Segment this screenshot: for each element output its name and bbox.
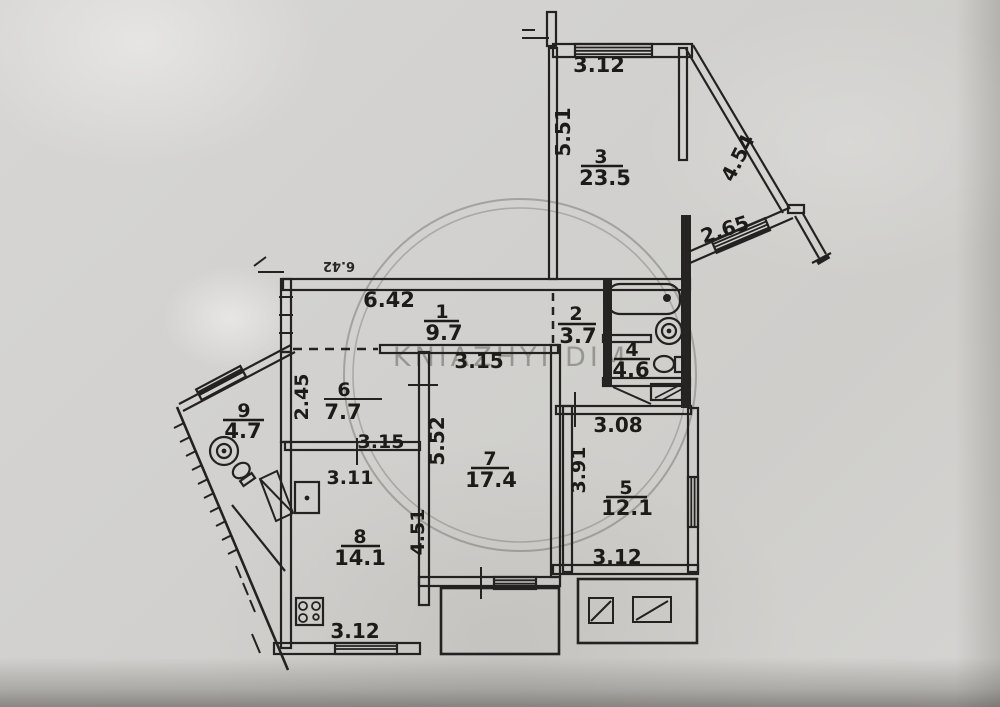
room-2-label: 2 3.7 xyxy=(558,303,597,348)
dim-room8-width: 3.11 xyxy=(327,467,374,489)
room-9-label: 9 4.7 xyxy=(223,400,264,443)
dim-room7-height: 5.52 xyxy=(425,416,449,465)
room-6-label: 6 7.7 xyxy=(324,379,361,424)
room-1-label: 1 9.7 xyxy=(424,301,463,345)
watermark-stamp: KNIAZHYI DIM xyxy=(343,198,697,552)
fixtures xyxy=(208,282,699,656)
room-8-label: 8 14.1 xyxy=(334,526,386,570)
room-5-number: 5 xyxy=(619,477,632,499)
dim-room7-width: 3.15 xyxy=(454,349,503,373)
dim-room5-height: 3.91 xyxy=(568,447,590,494)
dim-room3-top: 3.12 xyxy=(573,53,625,77)
dim-room8-window: 3.12 xyxy=(330,619,379,643)
room-8-area: 14.1 xyxy=(334,546,386,570)
bathroom-toilet-icon xyxy=(652,354,685,374)
dim-corridor-width-mirrored: 6.42 xyxy=(323,258,355,273)
bathroom-sink-icon xyxy=(654,316,684,346)
filled-walls xyxy=(603,215,691,408)
entrance-door-leaf xyxy=(258,469,295,523)
hatched-exterior-wall xyxy=(173,406,290,671)
room-2-number: 2 xyxy=(569,303,582,325)
room-3-number: 3 xyxy=(594,146,607,168)
dim-room6-width: 3.15 xyxy=(358,431,405,453)
kitchen-counter-icon xyxy=(293,480,321,515)
window-room3-diagonal xyxy=(710,216,772,255)
bathroom-door-leaf xyxy=(612,386,652,405)
dim-room6-height: 2.45 xyxy=(291,374,313,421)
room-1-area: 9.7 xyxy=(425,321,462,345)
balcony-right xyxy=(576,577,699,645)
dimension-labels: 3.12 5.51 4.54 2.65 6.42 6.42 3.15 2.45 … xyxy=(291,53,760,643)
room-2-area: 3.7 xyxy=(559,324,596,348)
watermark-text: KNIAZHYI DIM xyxy=(393,342,629,373)
room-4-area: 4.6 xyxy=(612,358,649,382)
room-3-label: 3 23.5 xyxy=(579,146,631,190)
window-room3-top xyxy=(573,42,654,59)
window-kitchen-bottom xyxy=(333,641,399,656)
room-6-area: 7.7 xyxy=(324,400,361,424)
room-5-label: 5 12.1 xyxy=(601,477,653,520)
room-3-area: 23.5 xyxy=(579,166,631,190)
room-9-area: 4.7 xyxy=(224,419,261,443)
dim-room8-height: 4.51 xyxy=(407,509,429,556)
window-room5-right xyxy=(686,475,700,529)
room-4-number: 4 xyxy=(625,339,638,361)
room-9-number: 9 xyxy=(237,400,250,422)
dashed-openings xyxy=(293,293,555,351)
loggia-toilet-icon xyxy=(231,461,257,488)
room-8-number: 8 xyxy=(353,526,366,548)
room-5-area: 12.1 xyxy=(601,496,653,520)
room-1-number: 1 xyxy=(435,301,448,323)
dim-room5-window: 3.12 xyxy=(592,545,641,569)
dim-corridor-width: 6.42 xyxy=(363,288,415,312)
dimension-ticks xyxy=(253,29,576,599)
dim-room3-left: 5.51 xyxy=(551,107,575,156)
room-6-number: 6 xyxy=(337,379,350,401)
loggia-sink-icon xyxy=(208,435,240,467)
dim-room5-width: 3.08 xyxy=(593,413,642,437)
stove-icon xyxy=(294,596,325,627)
bathtub-icon xyxy=(605,282,682,316)
room-labels: 3 23.5 1 9.7 2 3.7 4 4.6 6 7.7 9 4.7 xyxy=(223,146,653,570)
balcony-left xyxy=(439,586,561,656)
room-7-number: 7 xyxy=(483,448,496,470)
room-7-label: 7 17.4 xyxy=(465,448,517,492)
walls xyxy=(272,10,806,656)
room-4-label: 4 4.6 xyxy=(612,339,650,382)
room-7-area: 17.4 xyxy=(465,468,517,492)
vent-shaft-icon xyxy=(649,382,684,402)
window-room9-diagonal xyxy=(194,364,248,402)
diagonal-walls xyxy=(178,44,832,572)
dim-room3-diagonal: 4.54 xyxy=(716,130,760,185)
windows xyxy=(194,42,772,656)
